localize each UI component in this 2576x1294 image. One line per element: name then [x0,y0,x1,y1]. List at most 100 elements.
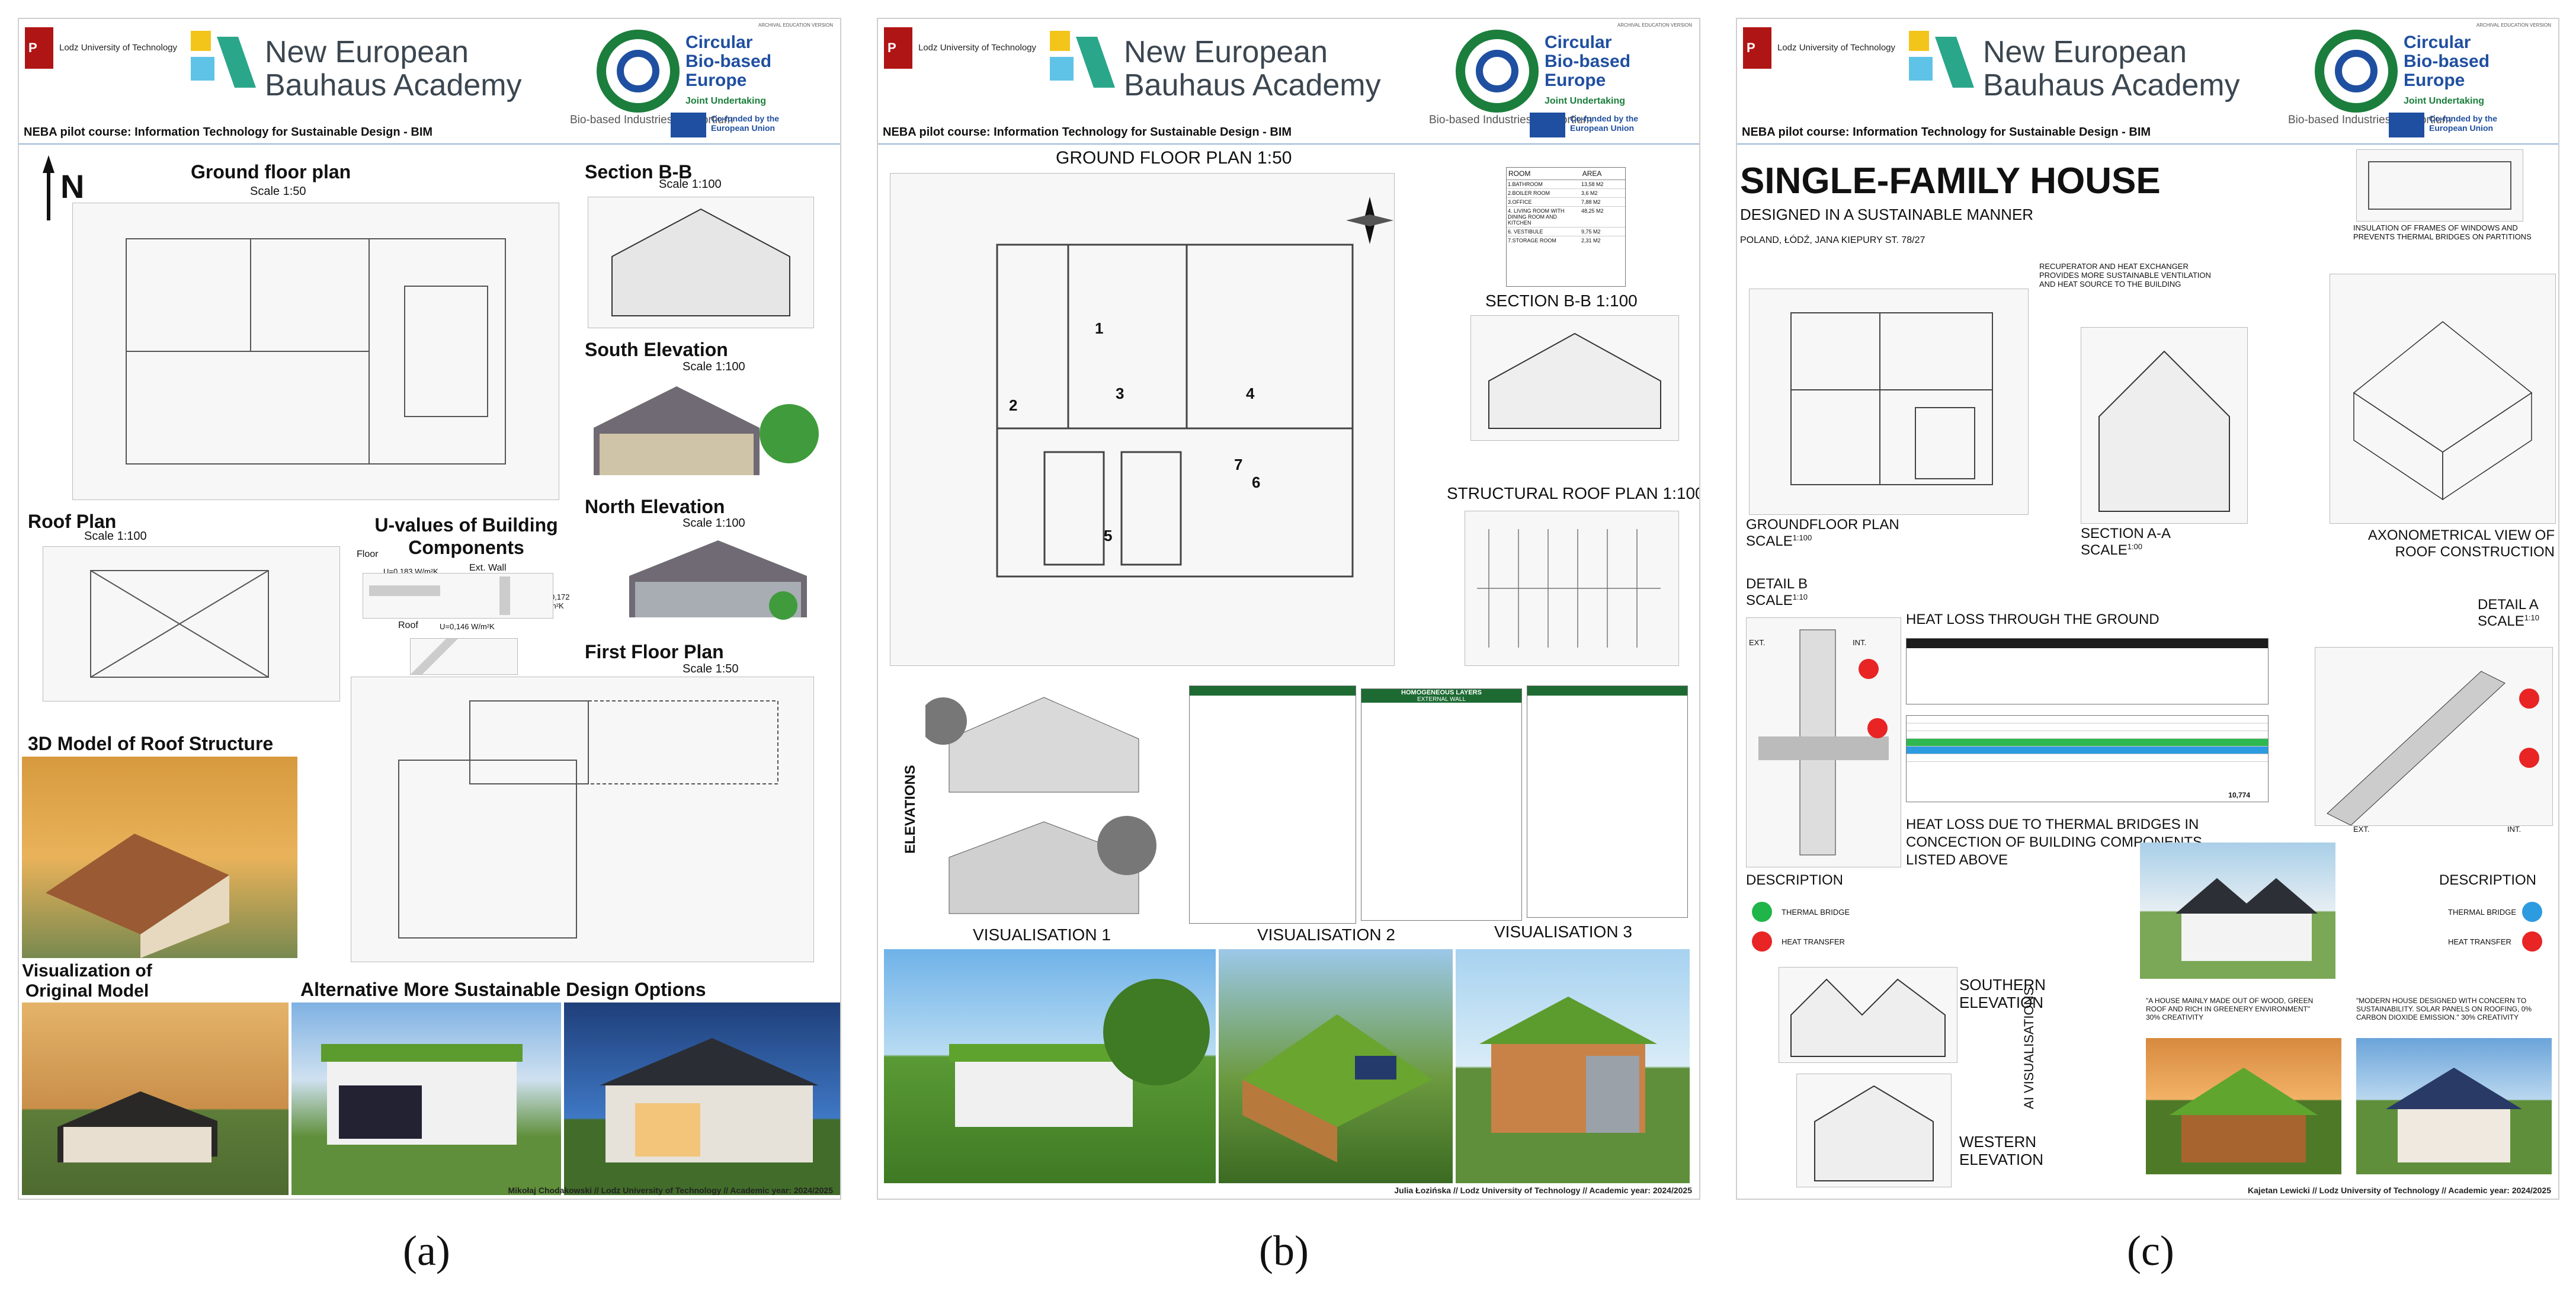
ground-floor-scale: Scale 1:50 [250,185,306,198]
visualisation-2-image [1219,949,1453,1183]
north-elevation-scale: Scale 1:100 [683,517,745,530]
axonometric-label: AXONOMETRICAL VIEW OF ROOF CONSTRUCTION [2367,527,2555,560]
thermal-bridge-legend-icon [2522,902,2542,922]
panel-label-a: (a) [403,1227,450,1274]
detail-a-scale: SCALE1:10 [2478,613,2540,629]
panel-label-c: (c) [2127,1227,2174,1274]
archival-note: ARCHIVAL EDUCATION VERSION [758,23,833,28]
visualisation-1-image [884,949,1216,1183]
detail-b-drawing [1746,617,1901,867]
section-drawing [1470,315,1679,441]
groundfloor-plan-drawing [1749,289,2029,515]
compass-icon [1346,197,1393,244]
lodz-logo: P [884,27,912,69]
cbe-logo-icon [1456,30,1539,113]
poster-a: P Lodz University of Technology New Euro… [18,18,841,1200]
poster-footer: Kajetan Lewicki // Lodz University of Te… [2248,1186,2551,1195]
heat-transfer-legend-icon [1752,931,1772,952]
legend-thermal-bridge: THERMAL BRIDGE [2448,908,2517,917]
archival-note: ARCHIVAL EDUCATION VERSION [2476,23,2551,28]
north-elevation-title: North Elevation [585,496,725,517]
first-floor-title: First Floor Plan [585,641,724,662]
axonometric-roof-drawing [2330,274,2556,524]
alternative-option-1-image [291,1002,561,1195]
thermal-bridge-table: 10,774 [1906,715,2269,802]
cbe-tagline: Joint Undertaking [1545,96,1626,106]
eu-flag-icon [1530,113,1565,137]
insulation-note: INSULATION OF FRAMES OF WINDOWS AND PREV… [2353,223,2532,241]
first-floor-plan-drawing [351,677,814,962]
alternative-option-2-image [564,1002,840,1195]
eu-flag-icon [2389,113,2424,137]
section-bb-title: Section B-B [585,161,693,182]
section-title: SECTION B-B 1:100 [1485,292,1638,310]
university-name: Lodz University of Technology [1777,43,1895,53]
svg-text:3: 3 [1116,385,1124,402]
heat-transfer-arrow-icon [2519,688,2539,709]
bbi-logo-text: Bio-based Industries Consortium [1429,114,1593,126]
roof-3d-image [22,757,297,958]
poster-b: P Lodz University of Technology New Euro… [877,18,1700,1200]
section-bb-drawing [588,197,814,328]
north-arrow-icon [43,155,55,220]
heat-loss-ground-title: HEAT LOSS THROUGH THE GROUND [1906,611,2160,627]
north-elevation-image [617,529,819,623]
svg-text:2: 2 [1009,396,1017,414]
course-line: NEBA pilot course: Information Technolog… [883,126,1292,139]
detail-a-drawing [2315,647,2553,826]
neba-logo-icon [191,31,262,96]
ground-floor-title: GROUND FLOOR PLAN 1:50 [1056,148,1292,168]
poster-c: P Lodz University of Technology New Euro… [1736,18,2559,1200]
cbe-logo-icon [2315,30,2398,113]
page-subtitle: DESIGNED IN A SUSTAINABLE MANNER [1740,206,2034,223]
uvalue-wall-label: Ext. Wall [469,563,507,573]
description-left-title: DESCRIPTION [1746,872,1844,888]
roof-plan-scale: Scale 1:100 [84,530,147,543]
roof-3d-title: 3D Model of Roof Structure [28,733,274,754]
roof-plan-drawing [43,546,340,702]
thermal-bridge-legend-icon [1752,902,1772,922]
total-value: 10,774 [2228,791,2250,799]
western-elevation-label: WESTERN ELEVATION [1959,1133,2044,1168]
lodz-logo: P [25,27,53,69]
western-elevation-drawing [1796,1074,1952,1187]
first-floor-scale: Scale 1:50 [683,662,739,675]
eu-flag-icon [671,113,706,137]
table2-title: HOMOGENEOUS LAYERS [1361,689,1521,696]
heat-transfer-arrow-icon [1867,718,1888,738]
eu-text: Co-funded by the European Union [1570,114,1639,133]
heat-transfer-arrow-icon [2519,748,2539,768]
legend-heat-transfer: HEAT TRANSFER [1782,937,1845,946]
description-right-title: DESCRIPTION [2439,872,2537,888]
south-elevation-scale: Scale 1:100 [683,360,745,373]
southern-elevation-label: SOUTHERN ELEVATION [1959,976,2046,1011]
visualisation-3-label: VISUALISATION 3 [1494,923,1632,941]
uvalues-details-drawing [363,573,553,619]
detail-a-int-label: INT. [2507,825,2521,834]
svg-text:6: 6 [1252,473,1260,491]
uvalue-floor-label: Floor [357,549,379,559]
detail-b-label: DETAIL B [1746,576,1808,592]
structural-roof-plan-title: STRUCTURAL ROOF PLAN 1:100 [1447,484,1700,502]
north-arrow-label: N [60,168,85,205]
section-aa-scale: SCALE1:00 [2081,542,2143,558]
ai-visualisations-label: AI VISUALISATIONS [2021,986,2036,1109]
ai-quote-1: "A HOUSE MAINLY MADE OUT OF WOOD, GREEN … [2146,997,2314,1021]
detail-b-int-label: INT. [1853,638,1867,647]
poster-header: P Lodz University of Technology New Euro… [878,19,1699,145]
neba-logo-icon [1909,31,1980,96]
legend-heat-transfer: HEAT TRANSFER [2448,937,2511,946]
calc-table-2: HOMOGENEOUS LAYERS EXTERNAL WALL [1361,688,1522,921]
southern-elevation-drawing [1779,967,1957,1063]
section-aa-label: SECTION A-A [2081,526,2171,542]
